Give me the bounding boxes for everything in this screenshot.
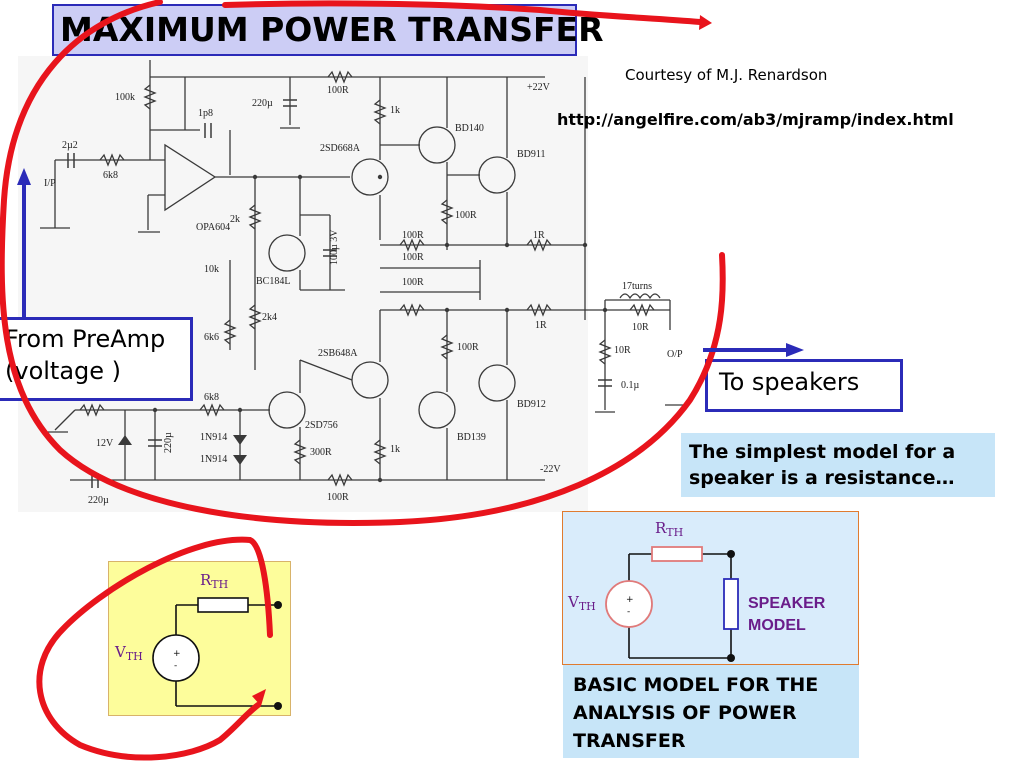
label-300r: 300R	[310, 447, 332, 458]
label-op: O/P	[667, 349, 683, 360]
simplest-line-1: The simplest model for a	[689, 441, 956, 463]
label-17turns: 17turns	[622, 281, 652, 292]
label-1r-top: 1R	[533, 230, 545, 241]
terminal-a-small	[274, 601, 282, 609]
label-100r-bd140: 100R	[455, 210, 477, 221]
label-10k: 10k	[204, 264, 219, 275]
label-100r-bd139: 100R	[457, 342, 479, 353]
simplest-line-2: speaker is a resistance…	[689, 467, 955, 489]
thevenin-small-circuit: + - RTH VTH	[114, 571, 282, 710]
terminal-b-small	[274, 702, 282, 710]
to-speakers-callout: To speakers	[705, 359, 903, 412]
label-220u-mid: 220µ	[163, 432, 174, 453]
label-2sd668a: 2SD668A	[320, 143, 361, 154]
vth-source-large	[605, 580, 653, 628]
label-1r-bot: 1R	[535, 320, 547, 331]
label-minus22v: -22V	[540, 464, 561, 475]
label-100r-b: 100R	[402, 252, 424, 263]
label-2u2: 2µ2	[62, 140, 78, 151]
label-6k8-mid: 6k8	[204, 392, 219, 403]
label-bd140: BD140	[455, 123, 484, 134]
label-100r-c: 100R	[402, 277, 424, 288]
label-1k-top: 1k	[390, 105, 400, 116]
label-220u-top: 220µ	[252, 98, 273, 109]
speaker-model-line-1: SPEAKER	[748, 595, 826, 612]
slide-title: MAXIMUM POWER TRANSFER	[60, 10, 604, 49]
label-1p8: 1p8	[198, 108, 213, 119]
inductor-symbol	[619, 293, 661, 300]
source-url[interactable]: http://angelfire.com/ab3/mjramp/index.ht…	[557, 110, 954, 129]
label-220u-bot: 220µ	[88, 495, 109, 506]
vth-plus-small: +	[173, 649, 181, 659]
vth-label-large: VTH	[567, 593, 596, 613]
label-6k8-in: 6k8	[103, 170, 118, 181]
label-2k4: 2k4	[262, 312, 277, 323]
label-100k: 100k	[115, 92, 135, 103]
label-100r-top: 100R	[327, 85, 349, 96]
label-12v: 12V	[96, 438, 114, 449]
rth-resistor-small	[197, 597, 249, 613]
preamp-line-1: From PreAmp	[5, 325, 166, 353]
label-bc184l: BC184L	[256, 276, 290, 287]
label-bd912: BD912	[517, 399, 546, 410]
rth-resistor-large	[651, 546, 703, 562]
terminal-a-large	[727, 550, 735, 558]
label-1n914-a: 1N914	[200, 432, 227, 443]
label-6k6: 6k6	[204, 332, 219, 343]
speaker-resistor	[723, 578, 739, 630]
speakers-label: To speakers	[719, 368, 860, 396]
courtesy-text: Courtesy of M.J. Renardson	[625, 66, 828, 84]
label-0u1: 0.1µ	[621, 380, 640, 391]
label-plus22v: +22V	[527, 82, 551, 93]
label-input: I/P	[44, 178, 56, 189]
vth-label-small: VTH	[114, 643, 143, 663]
terminal-b-large	[727, 654, 735, 662]
vth-minus-large: -	[627, 607, 630, 617]
label-1n914-b: 1N914	[200, 454, 227, 465]
preamp-line-2: (voltage )	[5, 357, 122, 385]
label-2sb648a: 2SB648A	[318, 348, 358, 359]
thevenin-speaker-circuit: + - RTH VTH SPEAKER MODEL	[567, 519, 826, 662]
label-100r-a: 100R	[402, 230, 424, 241]
label-bd139: BD139	[457, 432, 486, 443]
vth-minus-small: -	[174, 661, 177, 671]
rth-label-large: RTH	[655, 519, 683, 539]
label-100r-bot: 100R	[327, 492, 349, 503]
label-10r: 10R	[614, 345, 631, 356]
rth-label-small: RTH	[200, 571, 228, 591]
vth-plus-large: +	[626, 595, 634, 605]
basic-model-caption: BASIC MODEL FOR THE ANALYSIS OF POWER TR…	[563, 665, 859, 758]
simplest-model-callout: The simplest model for a speaker is a re…	[681, 433, 995, 497]
label-2k: 2k	[230, 214, 240, 225]
label-2sd756: 2SD756	[305, 420, 338, 431]
label-1k-bot: 1k	[390, 444, 400, 455]
from-preamp-callout: From PreAmp (voltage )	[0, 317, 193, 401]
speaker-model-line-2: MODEL	[748, 617, 806, 634]
label-100u-3v: 100µ 3V	[329, 229, 340, 265]
label-10r-out: 10R	[632, 322, 649, 333]
label-opa604: OPA604	[196, 222, 230, 233]
label-bd911: BD911	[517, 149, 546, 160]
